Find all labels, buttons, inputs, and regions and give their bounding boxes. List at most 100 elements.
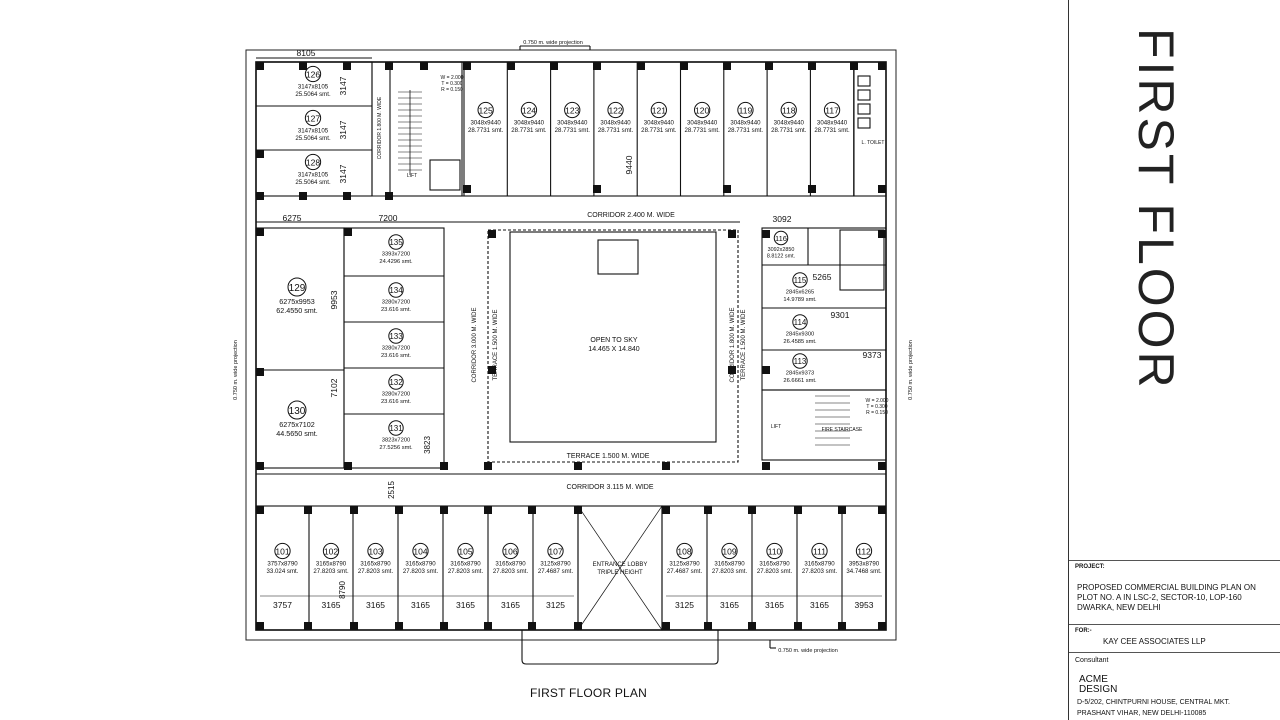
room-area: 23.616 smt. bbox=[381, 307, 411, 313]
room-area: 27.4687 smt. bbox=[538, 568, 574, 575]
room-size: 2845x9300 bbox=[786, 332, 814, 338]
room-number-circle bbox=[388, 282, 404, 298]
room-area: 28.7731 smt. bbox=[641, 127, 677, 134]
room-size: 6275x7102 bbox=[279, 420, 315, 429]
room-number: 107 bbox=[548, 546, 562, 556]
stair-spec-t: T = 0.300 bbox=[441, 81, 462, 87]
dim-9440: 9440 bbox=[624, 155, 634, 174]
room-number-circle bbox=[773, 230, 789, 246]
column bbox=[762, 230, 770, 238]
room-area: 44.5650 smt. bbox=[276, 429, 318, 438]
dim-width: 3165 bbox=[366, 600, 385, 610]
room-number-circle bbox=[287, 277, 307, 297]
column bbox=[463, 185, 471, 193]
terrace-bottom: TERRACE 1.500 M. WIDE bbox=[567, 453, 650, 460]
room-number-circle bbox=[650, 101, 667, 119]
column bbox=[385, 192, 393, 200]
room-area: 33.024 smt. bbox=[267, 568, 299, 575]
dim-5265: 5265 bbox=[813, 272, 832, 282]
room-number-circle bbox=[388, 420, 404, 436]
room-area: 27.8203 smt. bbox=[493, 568, 529, 575]
building-outline bbox=[255, 61, 887, 631]
room-area: 28.7731 smt. bbox=[555, 127, 591, 134]
room-size: 3147x8105 bbox=[298, 171, 329, 178]
column bbox=[484, 622, 492, 630]
column bbox=[256, 192, 264, 200]
room-number: 118 bbox=[782, 105, 796, 115]
entrance-steps bbox=[521, 630, 719, 665]
fire-staircase-label: FIRE STAIRCASE bbox=[822, 427, 863, 433]
room-size: 2845x6265 bbox=[786, 290, 814, 296]
title-block: FIRST FLOOR PROJECT: PROPOSED COMMERCIAL… bbox=[1068, 0, 1280, 720]
room-number-circle bbox=[388, 234, 404, 250]
fire-stair-spec-w: W = 2.000 bbox=[866, 398, 889, 404]
room-size: 3147x8105 bbox=[298, 127, 329, 134]
room-number-circle bbox=[811, 542, 828, 560]
dim-3092: 3092 bbox=[773, 214, 792, 224]
for-text: KAY CEE ASSOCIATES LLP bbox=[1103, 637, 1206, 646]
column bbox=[256, 368, 264, 376]
column bbox=[838, 622, 846, 630]
room-size: 3092x2850 bbox=[768, 247, 795, 253]
column bbox=[878, 62, 886, 70]
sheet-title: FIRST FLOOR bbox=[1128, 28, 1184, 391]
room-number: 110 bbox=[768, 546, 782, 556]
room-number-circle bbox=[766, 542, 783, 560]
column bbox=[748, 506, 756, 514]
room-area: 27.8203 smt. bbox=[403, 568, 439, 575]
room-size: 3048x9440 bbox=[557, 119, 588, 126]
room-number-circle bbox=[457, 542, 474, 560]
room-area: 62.4550 smt. bbox=[276, 306, 318, 315]
room-size: 3280x7200 bbox=[382, 346, 410, 352]
column bbox=[878, 622, 886, 630]
column bbox=[748, 622, 756, 630]
room-number: 131 bbox=[389, 424, 403, 433]
block-131-135 bbox=[343, 227, 445, 469]
room-number-circle bbox=[287, 400, 307, 420]
room-size: 3165x8790 bbox=[360, 560, 391, 567]
column bbox=[344, 462, 352, 470]
column bbox=[507, 62, 515, 70]
room-area: 28.7731 smt. bbox=[511, 127, 547, 134]
room-size: 3393x7200 bbox=[382, 252, 410, 258]
dim-3147: 3147 bbox=[338, 164, 348, 183]
room-size: 3953x8790 bbox=[849, 560, 880, 567]
room-number: 117 bbox=[825, 105, 839, 115]
column bbox=[794, 506, 802, 514]
room-number-circle bbox=[792, 314, 808, 330]
consultant-address: D-5/202, CHINTPURNI HOUSE, CENTRAL MKT. … bbox=[1077, 697, 1230, 719]
column bbox=[528, 506, 536, 514]
corridor-top: CORRIDOR 2.400 M. WIDE bbox=[587, 212, 675, 219]
room-size: 6275x9953 bbox=[279, 297, 315, 306]
dim-3147: 3147 bbox=[338, 120, 348, 139]
column bbox=[680, 62, 688, 70]
dim-2515: 2515 bbox=[387, 481, 396, 499]
column bbox=[704, 622, 712, 630]
column bbox=[574, 462, 582, 470]
dim-width: 3953 bbox=[855, 600, 874, 610]
column bbox=[808, 62, 816, 70]
lift-label: LIFT bbox=[407, 173, 417, 179]
room-number-circle bbox=[676, 542, 693, 560]
room-number-circle bbox=[823, 101, 841, 119]
room-number-circle bbox=[388, 374, 404, 390]
room-number-circle bbox=[607, 101, 624, 119]
dim-3823: 3823 bbox=[423, 436, 432, 454]
room-area: 23.616 smt. bbox=[381, 399, 411, 405]
room-number-circle bbox=[367, 542, 384, 560]
room-number: 132 bbox=[389, 378, 403, 387]
room-number-circle bbox=[792, 353, 808, 369]
project-line-3: DWARKA, NEW DELHI bbox=[1077, 603, 1161, 612]
corridor-left: CORRIDOR 3.000 M. WIDE bbox=[472, 307, 478, 382]
column bbox=[528, 622, 536, 630]
room-area: 28.7731 smt. bbox=[598, 127, 634, 134]
room-size: 3048x9440 bbox=[730, 119, 761, 126]
room-size: 3165x8790 bbox=[495, 560, 526, 567]
room-area: 27.8203 smt. bbox=[448, 568, 484, 575]
column bbox=[662, 622, 670, 630]
room-size: 3048x9440 bbox=[687, 119, 718, 126]
room-number: 124 bbox=[522, 105, 536, 115]
room-number: 111 bbox=[813, 546, 826, 556]
room-size: 3048x9440 bbox=[600, 119, 631, 126]
column bbox=[728, 366, 736, 374]
